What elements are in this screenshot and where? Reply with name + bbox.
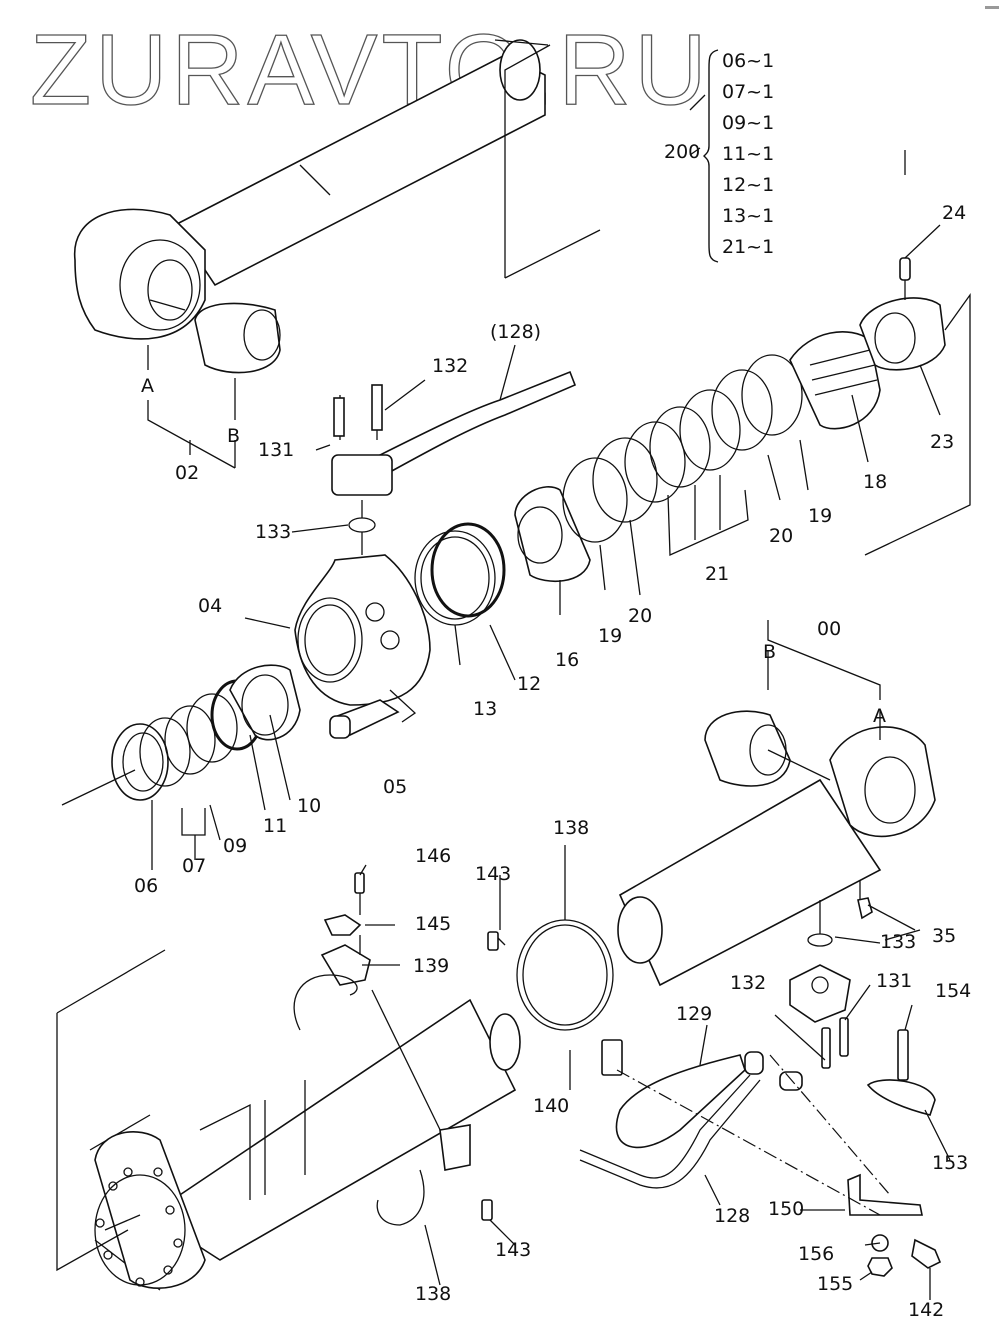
callout-128: 128 — [714, 1205, 751, 1227]
callout-00: 00 — [817, 618, 842, 640]
callout-A-tube: A — [873, 705, 886, 727]
cylinder-barrel — [56, 949, 521, 1291]
callout-138-top: 138 — [553, 817, 590, 839]
kit-list: 06~1 07~1 09~1 11~1 12~1 13~1 21~1 — [722, 52, 774, 269]
callout-06: 06 — [134, 875, 159, 897]
callout-153: 153 — [932, 1152, 969, 1174]
cylinder-head — [244, 554, 431, 739]
callout-154: 154 — [935, 980, 972, 1002]
callout-143-bottom: 143 — [495, 1239, 532, 1261]
callout-12: 12 — [517, 673, 542, 695]
callout-18: 18 — [863, 471, 888, 493]
kit-item: 21~1 — [722, 236, 775, 258]
callout-16: 16 — [555, 649, 580, 671]
seal-rings-left — [61, 522, 516, 870]
callout-05: 05 — [383, 776, 408, 798]
callout-24: 24 — [942, 202, 967, 224]
piston-rod — [73, 39, 601, 469]
callout-04: 04 — [198, 595, 223, 617]
callout-139: 139 — [413, 955, 450, 977]
kit-number: 200 — [664, 141, 701, 163]
watermark: ZURAVTO.RU — [29, 14, 711, 126]
kit-item: 07~1 — [722, 81, 775, 103]
callout-23: 23 — [930, 431, 955, 453]
callout-138-bottom: 138 — [415, 1283, 452, 1305]
callout-133-bottom: 133 — [880, 931, 917, 953]
callout-133-top: 133 — [255, 521, 292, 543]
callout-19-left: 19 — [598, 625, 623, 647]
callout-35: 35 — [932, 925, 957, 947]
callout-128-ref: (128) — [490, 321, 542, 343]
callout-156: 156 — [798, 1243, 835, 1265]
callout-B-rod: B — [227, 425, 241, 447]
kit-item: 13~1 — [722, 205, 775, 227]
callout-11: 11 — [263, 815, 288, 837]
callout-leaders — [359, 94, 951, 1300]
callout-150: 150 — [768, 1198, 805, 1220]
callout-13: 13 — [473, 698, 498, 720]
callout-145: 145 — [415, 913, 452, 935]
kit-item: 06~1 — [722, 50, 775, 72]
callout-146: 146 — [415, 845, 452, 867]
callout-B-tube: B — [763, 641, 777, 663]
callout-A-rod: A — [141, 375, 154, 397]
callout-02: 02 — [175, 462, 200, 484]
piston-assembly — [514, 224, 971, 615]
clamp-brackets — [293, 872, 623, 1226]
callout-142: 142 — [908, 1299, 945, 1321]
callout-131-bottom: 131 — [876, 970, 913, 992]
hydraulic-pipe-upper — [291, 344, 577, 555]
callout-131-top: 131 — [258, 439, 295, 461]
callout-07: 07 — [182, 855, 207, 877]
callout-20-left: 20 — [628, 605, 653, 627]
callout-21: 21 — [705, 563, 730, 585]
callout-10: 10 — [297, 795, 322, 817]
kit-item: 11~1 — [722, 143, 775, 165]
callout-09: 09 — [223, 835, 248, 857]
callout-155: 155 — [817, 1273, 854, 1295]
callout-20-right: 20 — [769, 525, 794, 547]
callout-143-top: 143 — [475, 863, 512, 885]
callout-132-bottom: 132 — [730, 972, 767, 994]
callout-19-right: 19 — [808, 505, 833, 527]
callout-129: 129 — [676, 1003, 713, 1025]
kit-brace — [703, 49, 719, 263]
kit-item: 09~1 — [722, 112, 775, 134]
cylinder-tube-head — [617, 620, 936, 987]
callout-140: 140 — [533, 1095, 570, 1117]
callout-132-top: 132 — [432, 355, 469, 377]
kit-item: 12~1 — [722, 174, 775, 196]
corner-mark — [985, 6, 999, 9]
hydraulic-pipes-lower — [579, 964, 942, 1277]
